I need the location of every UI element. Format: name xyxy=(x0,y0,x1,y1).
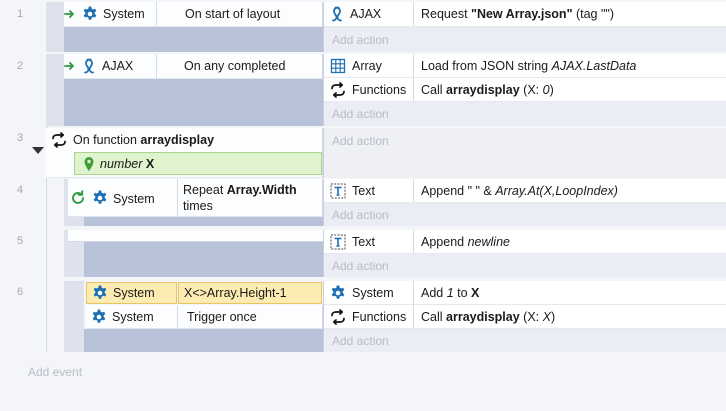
condition-text: On any completed xyxy=(184,59,286,73)
event-6-body xyxy=(84,329,323,352)
functions-icon xyxy=(330,309,346,325)
condition-text: X<>Array.Height-1 xyxy=(184,286,287,300)
event-1[interactable]: System On start of layout AJAX Request "… xyxy=(46,2,726,52)
action-row[interactable]: AJAX Request "New Array.json" (tag "") xyxy=(324,2,726,27)
function-header[interactable]: On function arraydisplay number X xyxy=(46,128,323,178)
system-gear-icon xyxy=(82,6,98,22)
line-number: 4 xyxy=(16,184,24,196)
action-object: Functions xyxy=(352,82,407,97)
add-event-button[interactable]: Add event xyxy=(28,365,83,379)
trigger-arrow-icon xyxy=(64,8,76,20)
add-action-button[interactable]: Add action xyxy=(332,133,389,148)
action-object: System xyxy=(352,285,394,300)
event-5[interactable]: Text Append newline Add action xyxy=(64,230,726,277)
functions-icon xyxy=(330,82,346,98)
action-object: AJAX xyxy=(350,7,382,21)
add-action-button[interactable]: Add action xyxy=(332,333,389,348)
event-2-actions: Array Load from JSON string AJAX.LastDat… xyxy=(323,54,726,126)
event-3-actions: Add action xyxy=(323,128,726,178)
text-object-icon xyxy=(330,234,346,250)
line-number: 2 xyxy=(16,60,24,72)
action-row[interactable]: Functions Call arraydisplay (X: 0) xyxy=(324,78,726,102)
array-icon xyxy=(330,58,346,74)
event-4-body xyxy=(84,216,323,226)
event-3[interactable]: On function arraydisplay number X Add ac… xyxy=(46,128,726,178)
condition-object: System xyxy=(113,192,155,206)
line-number: 1 xyxy=(16,8,24,20)
action-row[interactable]: Array Load from JSON string AJAX.LastDat… xyxy=(324,54,726,78)
functions-icon xyxy=(51,132,67,148)
event-6[interactable]: System X<>Array.Height-1 System Trigger … xyxy=(64,281,726,352)
action-object: Functions xyxy=(352,309,407,324)
action-row[interactable]: System Add 1 to X xyxy=(324,281,726,305)
line-number: 6 xyxy=(16,286,24,298)
action-text: Load from JSON string AJAX.LastData xyxy=(421,58,637,73)
condition-text: On start of layout xyxy=(185,7,281,21)
action-object: Text xyxy=(352,183,375,198)
action-row[interactable]: Functions Call arraydisplay (X: X) xyxy=(324,305,726,329)
text-object-icon xyxy=(330,183,346,199)
function-parameter[interactable]: number X xyxy=(74,152,322,175)
action-object: Text xyxy=(352,234,375,249)
action-text: Call arraydisplay (X: X) xyxy=(421,309,556,324)
trigger-arrow-icon xyxy=(64,60,76,72)
event-2-body xyxy=(64,79,323,126)
action-row[interactable]: Text Append " " & Array.At(X,LoopIndex) xyxy=(324,179,726,203)
action-object: Array xyxy=(352,58,382,73)
repeat-icon xyxy=(70,190,86,206)
condition-text: Trigger once xyxy=(187,309,257,324)
add-action-button[interactable]: Add action xyxy=(332,258,389,273)
condition-object: System xyxy=(112,309,154,324)
action-text: Append " " & Array.At(X,LoopIndex) xyxy=(421,183,618,198)
add-action-button[interactable]: Add action xyxy=(332,32,389,47)
line-number: 3 xyxy=(16,132,24,144)
action-text: Call arraydisplay (X: 0) xyxy=(421,82,554,97)
function-title: On function arraydisplay xyxy=(73,133,215,147)
event-1-body xyxy=(64,27,323,52)
system-gear-icon xyxy=(92,190,108,206)
ajax-icon xyxy=(82,58,96,74)
event-5-body xyxy=(84,242,323,277)
action-text: Append newline xyxy=(421,234,510,249)
tree-guide-line xyxy=(46,126,47,352)
event-4-actions: Text Append " " & Array.At(X,LoopIndex) … xyxy=(323,179,726,226)
system-gear-icon xyxy=(330,285,346,301)
condition-object: System xyxy=(103,7,145,21)
ajax-icon xyxy=(330,6,344,22)
line-number: 5 xyxy=(16,235,24,247)
add-action-button[interactable]: Add action xyxy=(332,207,389,222)
event-6-condition-highlighted[interactable]: System X<>Array.Height-1 xyxy=(86,282,322,304)
event-1-condition[interactable]: System On start of layout xyxy=(64,2,323,27)
condition-object: System xyxy=(113,286,155,300)
condition-object: AJAX xyxy=(102,59,134,73)
event-2-condition[interactable]: AJAX On any completed xyxy=(64,54,323,79)
action-text: Add 1 to X xyxy=(421,285,480,300)
action-text: Request "New Array.json" (tag "") xyxy=(421,7,615,21)
event-2[interactable]: AJAX On any completed Array Load from JS… xyxy=(46,54,726,126)
event-5-actions: Text Append newline Add action xyxy=(323,230,726,277)
event-6-actions: System Add 1 to X Functions Call arraydi… xyxy=(323,281,726,352)
add-action-button[interactable]: Add action xyxy=(332,107,389,121)
system-gear-icon xyxy=(91,309,107,325)
collapse-toggle-icon[interactable] xyxy=(32,147,44,154)
event-1-actions: AJAX Request "New Array.json" (tag "") A… xyxy=(323,2,726,52)
event-5-condition[interactable] xyxy=(68,230,323,242)
event-6-condition-2[interactable]: System Trigger once xyxy=(86,305,323,329)
action-row[interactable]: Text Append newline xyxy=(324,230,726,254)
location-pin-icon xyxy=(83,156,95,172)
system-gear-icon xyxy=(92,285,108,301)
